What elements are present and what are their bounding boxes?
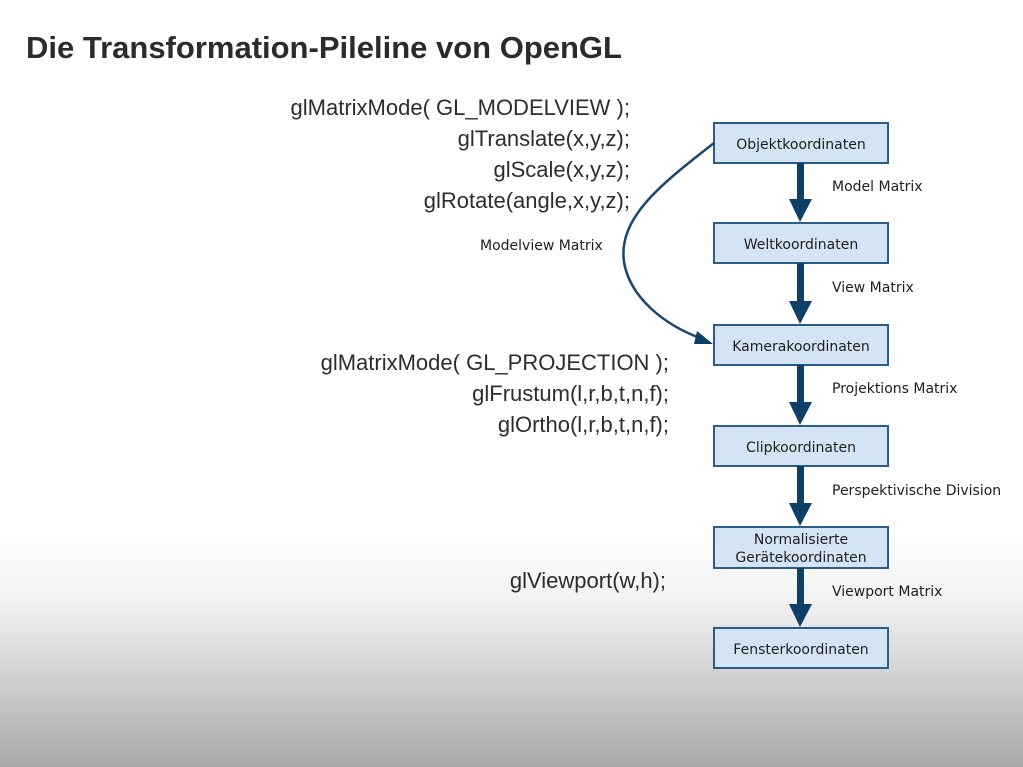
code-line-rotate: glRotate(angle,x,y,z); xyxy=(423,188,630,213)
box-label-clipkoordinaten: Clipkoordinaten xyxy=(746,440,856,456)
arrow-model-matrix xyxy=(789,163,812,222)
code-line-scale: glScale(x,y,z); xyxy=(493,157,630,182)
arrow-perspektivische-division xyxy=(789,466,812,526)
edge-label-viewport-matrix: Viewport Matrix xyxy=(832,584,942,600)
box-label-weltkoordinaten: Weltkoordinaten xyxy=(744,237,858,253)
code-line-viewport: glViewport(w,h); xyxy=(509,568,666,593)
box-label-objektkoordinaten: Objektkoordinaten xyxy=(736,137,865,153)
viewport-code-block: glViewport(w,h); xyxy=(510,565,666,596)
box-clipkoordinaten: Clipkoordinaten xyxy=(713,425,889,467)
projection-code-block: glMatrixMode( GL_PROJECTION ); glFrustum… xyxy=(321,347,669,440)
code-line-matrixmode-projection: glMatrixMode( GL_PROJECTION ); xyxy=(320,350,669,375)
edge-label-perspektivische-division: Perspektivische Division xyxy=(832,483,1001,499)
box-label-fensterkoordinaten: Fensterkoordinaten xyxy=(733,642,868,658)
box-objektkoordinaten: Objektkoordinaten xyxy=(713,122,889,164)
edge-label-projektions-matrix: Projektions Matrix xyxy=(832,381,957,397)
box-fensterkoordinaten: Fensterkoordinaten xyxy=(713,627,889,669)
box-label-kamerakoordinaten: Kamerakoordinaten xyxy=(732,339,870,355)
code-line-translate: glTranslate(x,y,z); xyxy=(457,126,630,151)
box-kamerakoordinaten: Kamerakoordinaten xyxy=(713,324,889,366)
code-line-frustum: glFrustum(l,r,b,t,n,f); xyxy=(472,381,669,406)
arrow-view-matrix xyxy=(789,263,812,324)
modelview-code-block: glMatrixMode( GL_MODELVIEW ); glTranslat… xyxy=(291,92,630,216)
code-line-matrixmode-modelview: glMatrixMode( GL_MODELVIEW ); xyxy=(290,95,630,120)
edge-label-model-matrix: Model Matrix xyxy=(832,179,923,195)
box-label-geraetekoordinaten: Gerätekoordinaten xyxy=(735,550,866,566)
box-weltkoordinaten: Weltkoordinaten xyxy=(713,222,889,264)
arrow-projektions-matrix xyxy=(789,365,812,425)
box-label-normalisierte: Normalisierte xyxy=(754,532,848,548)
box-normalisierte-geraetekoordinaten: Normalisierte Gerätekoordinaten xyxy=(713,526,889,569)
code-line-ortho: glOrtho(l,r,b,t,n,f); xyxy=(497,412,669,437)
slide-title: Die Transformation-Pileline von OpenGL xyxy=(26,30,622,65)
edge-label-modelview-matrix: Modelview Matrix xyxy=(480,238,603,254)
arrow-modelview-matrix xyxy=(622,142,715,344)
arrow-viewport-matrix xyxy=(789,568,812,627)
edge-label-view-matrix: View Matrix xyxy=(832,280,914,296)
